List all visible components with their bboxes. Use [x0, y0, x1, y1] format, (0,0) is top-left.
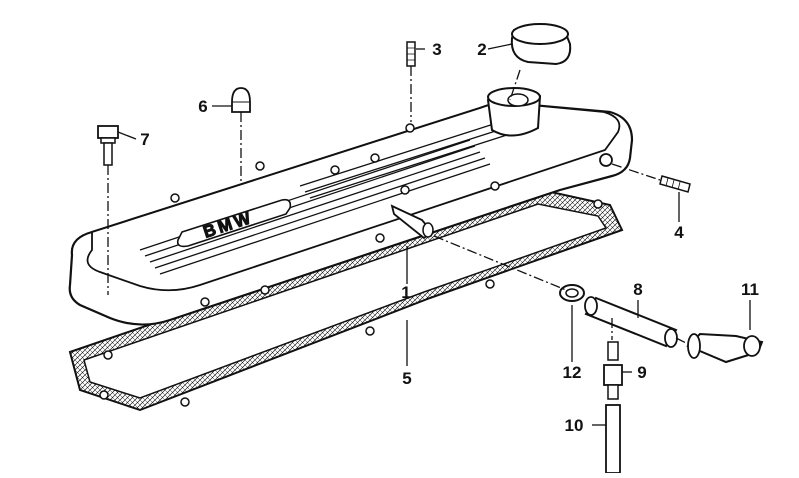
cap-nut-part-6 [231, 87, 251, 113]
callout-6: 6 [198, 97, 207, 116]
callout-11: 11 [741, 280, 759, 299]
stud-part-4 [659, 175, 691, 193]
callout-labels: 1 2 3 4 5 6 7 8 9 10 11 12 [140, 40, 759, 435]
callout-1: 1 [401, 283, 410, 302]
callout-7: 7 [140, 130, 149, 149]
connector-part-9 [603, 341, 623, 400]
callout-4: 4 [674, 223, 684, 242]
callout-5: 5 [402, 369, 411, 388]
callout-9: 9 [637, 363, 646, 382]
leader-lines [107, 43, 751, 426]
valve-cover: BMW [68, 87, 634, 326]
bolt-part-7 [97, 125, 119, 166]
callout-2: 2 [477, 40, 486, 59]
stud-part-3 [406, 41, 416, 67]
hose-part-8 [584, 296, 678, 348]
callout-8: 8 [633, 280, 642, 299]
elbow-hose-part-11 [686, 332, 764, 364]
hose-part-10 [605, 404, 621, 474]
oil-filler-cap [510, 23, 572, 66]
callout-3: 3 [432, 40, 441, 59]
callout-12: 12 [563, 363, 582, 382]
hose-clamp-part-12 [559, 284, 585, 302]
callout-10: 10 [565, 416, 584, 435]
